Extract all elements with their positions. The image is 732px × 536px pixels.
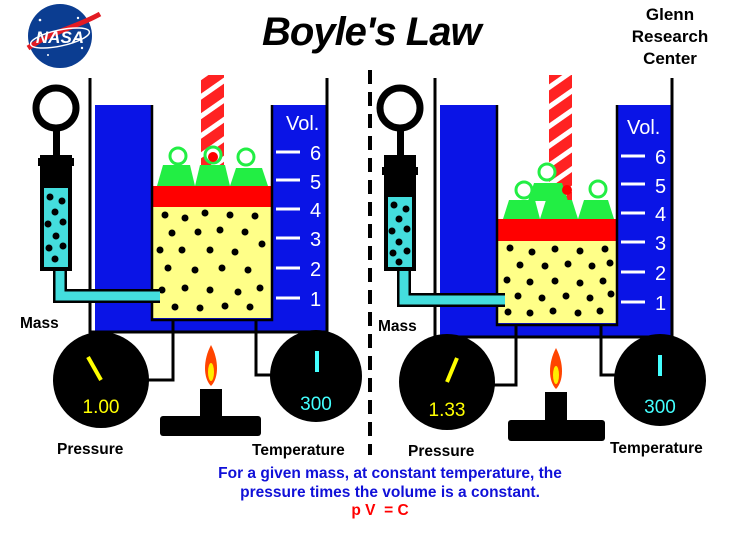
- right-volume-label: Vol.: [627, 117, 660, 139]
- left-apparatus: 1.00 300 Vol. 6 5 4 3 2 1 Mass: [20, 75, 362, 459]
- right-scale-label-3: 3: [655, 233, 666, 255]
- right-scale-label-2: 2: [655, 263, 666, 285]
- caption-line-2: pressure times the volume is a constant.: [240, 484, 540, 501]
- right-temperature-gauge: [614, 334, 706, 426]
- right-pressure-label: Pressure: [408, 443, 475, 460]
- right-gas-molecules: [503, 244, 615, 317]
- right-piston: [497, 219, 617, 241]
- right-scale-label-6: 6: [655, 147, 666, 169]
- right-burner: [508, 348, 605, 441]
- center-line-1: Glenn: [645, 5, 695, 24]
- left-volume-label: Vol.: [286, 113, 319, 135]
- left-temperature-value: 300: [300, 394, 332, 415]
- boyles-law-formula: p V = C: [351, 502, 409, 519]
- left-scale-label-5: 5: [310, 172, 321, 194]
- right-apparatus: 1.33 300 Vol. 6 5 4 3 2 1 Mass Pressure …: [376, 75, 706, 460]
- left-temperature-gauge: [270, 330, 362, 422]
- center-line-3: Center: [643, 49, 697, 68]
- left-weights: [157, 145, 268, 186]
- caption-line-1: For a given mass, at constant temperatur…: [218, 465, 562, 482]
- right-manometer-bulb: [376, 84, 424, 132]
- left-gas: [152, 207, 272, 318]
- nasa-logo: NASA: [26, 4, 102, 68]
- left-scale-label-1: 1: [310, 289, 321, 311]
- left-manometer-bulb: [32, 84, 80, 132]
- left-piston: [152, 186, 272, 207]
- left-water-right: [272, 105, 327, 332]
- right-pressure-needle: [445, 357, 459, 383]
- right-scale-label-5: 5: [655, 176, 666, 198]
- left-pressure-value: 1.00: [83, 397, 120, 418]
- right-weights: [503, 162, 614, 219]
- left-mass-label: Mass: [20, 315, 59, 332]
- right-pressure-value: 1.33: [429, 400, 466, 421]
- right-volume-scale: [621, 154, 645, 304]
- right-temperature-value: 300: [644, 397, 676, 418]
- left-pressure-needle: [86, 356, 103, 381]
- left-scale-label-4: 4: [310, 200, 321, 222]
- nasa-logo-text: NASA: [36, 28, 84, 47]
- left-scale-label-2: 2: [310, 259, 321, 281]
- right-scale-label-4: 4: [655, 204, 666, 226]
- left-scale-label-6: 6: [310, 143, 321, 165]
- left-scale-label-3: 3: [310, 229, 321, 251]
- page-title: Boyle's Law: [262, 10, 482, 54]
- center-line-2: Research: [631, 27, 709, 46]
- glenn-research-center-label: Glenn Research Center: [610, 4, 730, 70]
- left-volume-scale: [276, 150, 300, 300]
- right-scale-label-1: 1: [655, 293, 666, 315]
- right-temperature-label: Temperature: [610, 440, 703, 457]
- left-gas-molecules: [156, 209, 266, 312]
- left-burner: [160, 345, 261, 436]
- law-caption: For a given mass, at constant temperatur…: [150, 464, 630, 502]
- right-mass-label: Mass: [378, 318, 417, 335]
- left-temperature-label: Temperature: [252, 442, 345, 459]
- left-pressure-label: Pressure: [57, 441, 124, 458]
